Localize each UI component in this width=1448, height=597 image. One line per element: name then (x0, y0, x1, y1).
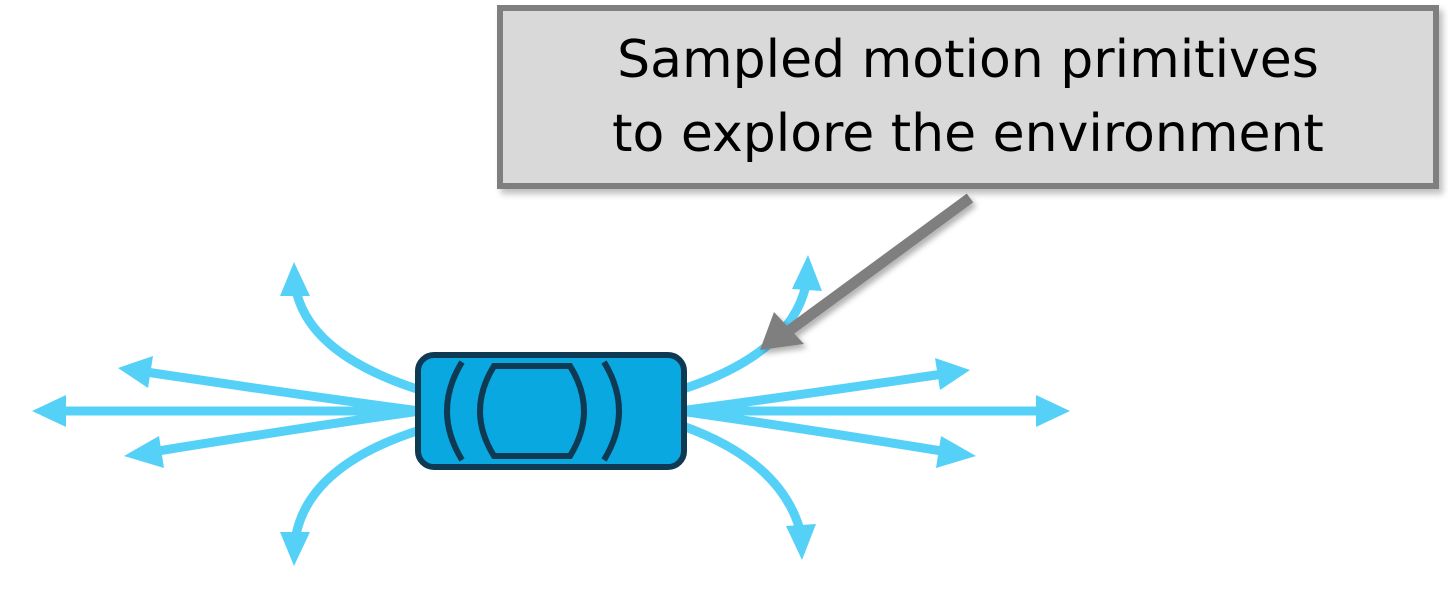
arrowhead-left-straight (32, 395, 66, 427)
callout-pointer-arrow (760, 193, 974, 350)
arrowhead-left-curve-up (280, 262, 310, 296)
primitive-left-up (141, 367, 425, 416)
motion-primitives (57, 280, 1045, 540)
callout-box: Sampled motion primitives to explore the… (497, 5, 1439, 189)
primitive-arrowheads (32, 255, 1070, 566)
callout-line-1: Sampled motion primitives (617, 30, 1319, 90)
arrowhead-left-up (118, 356, 153, 388)
primitive-right-curve-down (675, 420, 805, 535)
car-cabin (477, 363, 587, 459)
primitive-left-curve-down (291, 425, 425, 540)
arrowhead-right-up (935, 358, 970, 390)
primitive-right-down (675, 406, 953, 457)
arrowhead-right-down (936, 436, 976, 468)
arrowhead-right-curve-down (786, 524, 816, 560)
arrowhead-left-down (124, 436, 164, 468)
arrowhead-right-curve-up (792, 255, 822, 291)
arrowhead-left-curve-down (280, 532, 310, 566)
car-rear-window (444, 360, 465, 462)
primitive-right-up (675, 369, 948, 416)
primitive-left-down (147, 406, 425, 457)
car-front-window (601, 360, 622, 462)
arrowhead-right-straight (1036, 395, 1070, 427)
primitive-left-curve-up (291, 285, 425, 395)
callout-line-2: to explore the environment (612, 104, 1324, 164)
car-top-view-icon (415, 352, 687, 470)
